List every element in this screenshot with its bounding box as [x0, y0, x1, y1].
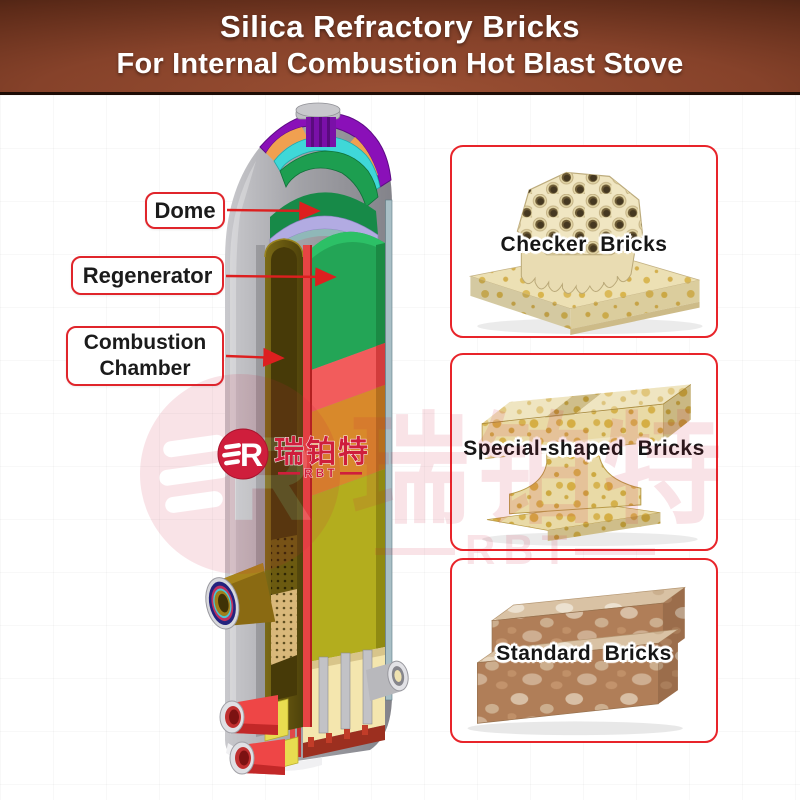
combustion-chamber-label: Combustion Chamber — [66, 326, 224, 386]
checker-bricks-label: Checker Bricks — [500, 233, 668, 256]
regenerator-block — [303, 231, 385, 373]
page-title-line1: Silica Refractory Bricks — [219, 9, 581, 44]
hex-checker-brick — [516, 171, 644, 294]
t-shaped-brick — [486, 436, 661, 542]
ground-shadow — [467, 721, 683, 736]
combustion-chamber — [264, 238, 312, 735]
dome-layers — [259, 112, 392, 257]
special-shaped-bricks-label: Special-shaped Bricks — [463, 437, 705, 460]
product-card-special-shaped-bricks: Special-shaped Bricks — [450, 353, 718, 551]
ground-shadow — [482, 532, 698, 547]
burner-pipes — [219, 695, 299, 775]
stove-cutaway-diagram — [205, 102, 409, 775]
combustion-chamber-label-text: Combustion Chamber — [83, 330, 207, 380]
standard-brick-front — [477, 629, 679, 724]
dome-label-text: Dome — [154, 197, 216, 223]
product-card-standard-bricks: Standard Bricks — [450, 558, 718, 743]
regenerator-label: Regenerator — [71, 256, 224, 295]
product-card-checker-bricks: Checker Bricks — [450, 145, 718, 338]
special-shaped-bricks-photo — [481, 384, 698, 547]
standard-bricks-photo — [467, 586, 687, 736]
right-wall-edge — [385, 199, 393, 701]
checker-support-columns — [290, 647, 385, 758]
regenerator-label-text: Regenerator — [82, 262, 213, 288]
dome-label: Dome — [145, 192, 225, 229]
standard-bricks-label: Standard Bricks — [496, 642, 672, 665]
manhole-nozzle — [205, 563, 276, 630]
notched-brick — [481, 384, 692, 460]
outlet-pipe — [366, 660, 409, 701]
checker-bricks-photo — [468, 171, 703, 336]
header-banner: Silica Refractory Bricks For Internal Co… — [0, 0, 800, 95]
top-nozzle — [295, 102, 341, 147]
stove-lining-bands — [303, 343, 385, 663]
page-title-line2: For Internal Combustion Hot Blast Stove — [116, 48, 684, 80]
